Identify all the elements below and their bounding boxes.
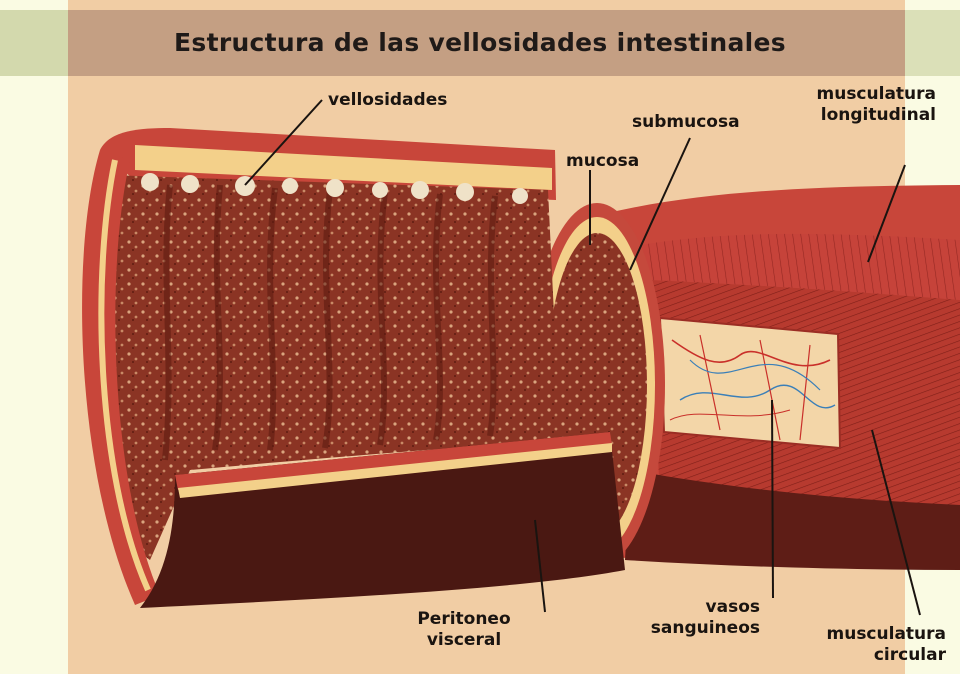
label-submucosa: submucosa — [632, 112, 740, 133]
label-musculatura-longitudinal: musculatura longitudinal — [790, 84, 936, 126]
label-musculatura-circular: musculatura circular — [790, 624, 946, 666]
label-mucosa: mucosa — [566, 151, 639, 172]
label-vellosidades: vellosidades — [328, 90, 447, 111]
label-peritoneo-visceral: Peritoneo visceral — [404, 609, 524, 651]
label-vasos-sanguineos: vasos sanguineos — [640, 597, 760, 639]
blood-vessel-window — [660, 318, 840, 448]
left-tube — [82, 128, 625, 608]
